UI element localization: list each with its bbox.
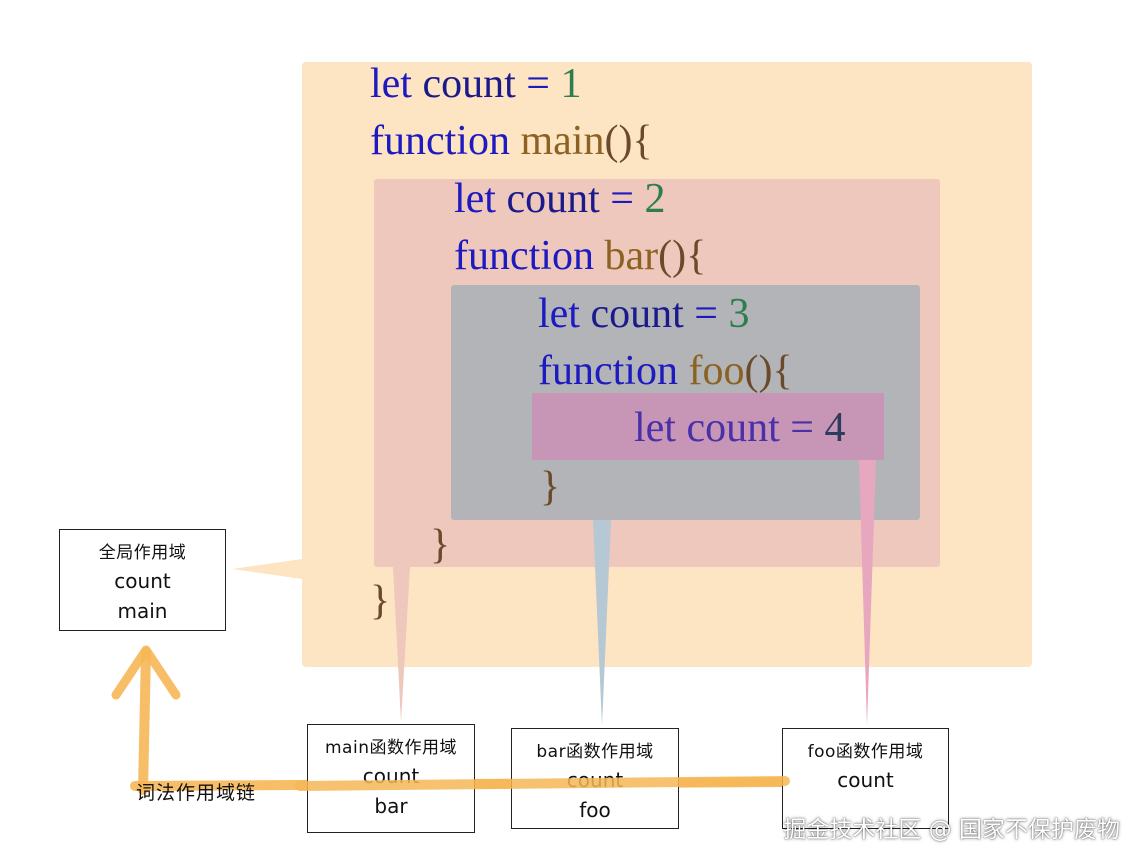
foo-scope-box: foo函数作用域 count — [782, 728, 949, 829]
closing-brace-bar: } — [430, 522, 451, 568]
function-name: main — [520, 118, 605, 164]
number-literal: 3 — [728, 291, 750, 337]
keyword: let — [370, 61, 412, 107]
scope-item: count — [837, 768, 894, 792]
scope-chain-line-top — [295, 776, 790, 791]
scope-title: bar函数作用域 — [536, 742, 654, 762]
identifier: count — [422, 61, 516, 107]
paren-brace: (){ — [604, 118, 653, 164]
keyword: let — [634, 405, 676, 451]
paren-brace: (){ — [744, 348, 793, 394]
identifier: count — [686, 405, 780, 451]
keyword: let — [538, 291, 580, 337]
operator: = — [610, 176, 634, 222]
foo-scope-region — [532, 393, 884, 460]
main-scope-box: main函数作用域 count bar — [307, 724, 475, 833]
scope-chain-arrowhead — [111, 645, 181, 700]
scope-item: foo — [579, 798, 611, 822]
code-line-6: function foo(){ — [538, 347, 793, 395]
code-line-4: function bar(){ — [454, 232, 706, 280]
bar-pointer — [593, 520, 611, 726]
scope-title: 全局作用域 — [98, 543, 187, 563]
keyword: let — [454, 176, 496, 222]
scope-item: count — [114, 569, 171, 593]
operator: = — [526, 61, 550, 107]
closing-brace-main: } — [370, 578, 391, 624]
keyword: function — [454, 233, 594, 279]
code-line-2: function main(){ — [370, 117, 653, 165]
code-line-1: let count = 1 — [370, 60, 581, 108]
scope-title: main函数作用域 — [325, 738, 457, 758]
paren-brace: (){ — [658, 233, 707, 279]
closing-brace-foo: } — [540, 464, 561, 510]
number-literal: 2 — [644, 176, 666, 222]
code-line-7: let count = 4 — [634, 404, 845, 452]
scope-item: bar — [374, 794, 408, 818]
code-line-5: let count = 3 — [538, 290, 749, 338]
foo-pointer — [859, 460, 876, 726]
main-pointer — [393, 567, 410, 722]
scope-title: foo函数作用域 — [807, 742, 924, 762]
scope-chain-up — [138, 647, 151, 795]
function-name: bar — [604, 233, 659, 279]
watermark: 掘金技术社区 @ 国家不保护废物 — [783, 817, 1120, 843]
operator: = — [790, 405, 814, 451]
code-line-3: let count = 2 — [454, 175, 665, 223]
identifier: count — [506, 176, 600, 222]
global-pointer — [232, 559, 302, 579]
keyword: function — [538, 348, 678, 394]
keyword: function — [370, 118, 510, 164]
number-literal: 4 — [824, 405, 846, 451]
function-name: foo — [688, 348, 745, 394]
operator: = — [694, 291, 718, 337]
identifier: count — [590, 291, 684, 337]
scope-chain-label: 词法作用域链 — [136, 782, 257, 804]
global-scope-box: 全局作用域 count main — [59, 529, 226, 631]
number-literal: 1 — [560, 61, 582, 107]
scope-item: main — [117, 599, 168, 623]
